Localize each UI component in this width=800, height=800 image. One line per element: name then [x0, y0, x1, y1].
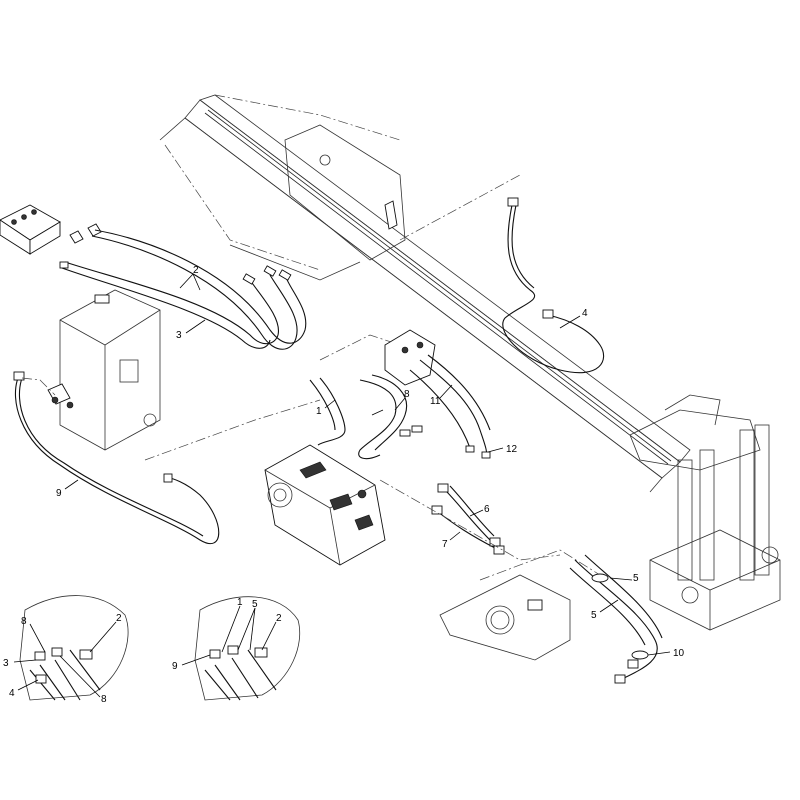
callout-3: 3 — [176, 330, 182, 341]
detail-left-callout-3: 3 — [3, 658, 9, 669]
pump-assembly — [264, 444, 386, 566]
callout-11: 11 — [430, 396, 441, 407]
detail-left-callout-8-top: 8 — [21, 616, 27, 627]
chassis-frame — [629, 394, 781, 631]
callout-12: 12 — [506, 444, 518, 455]
hose-group-2-3 — [59, 229, 307, 350]
base-plate — [379, 479, 601, 661]
hose-6-7 — [431, 483, 505, 555]
detail-view-left — [19, 595, 129, 701]
callout-7: 7 — [442, 539, 448, 550]
detail-right-callout-2: 2 — [276, 613, 282, 624]
detail-left-callout-2: 2 — [116, 613, 122, 624]
detail-right-callout-5: 5 — [252, 599, 258, 610]
boom-beam — [159, 94, 691, 493]
callout-6: 6 — [484, 504, 490, 515]
detail-view-right — [194, 596, 301, 701]
callout-2: 2 — [193, 265, 199, 276]
callout-5-lower: 5 — [591, 610, 597, 621]
callout-4: 4 — [582, 308, 588, 319]
callout-8-upper: 8 — [404, 389, 410, 400]
hydraulic-tank — [47, 289, 161, 451]
callout-labels: 2 3 4 1 8 11 12 9 6 7 5 5 10 8 2 3 4 8 1… — [3, 265, 685, 705]
hose-5-10 — [569, 554, 663, 684]
hose-4 — [399, 174, 605, 374]
callout-10: 10 — [673, 648, 685, 659]
detail-left-callout-4: 4 — [9, 688, 15, 699]
leader-lines — [13, 273, 671, 698]
callout-1: 1 — [316, 406, 322, 417]
detail-right-callout-1: 1 — [237, 597, 243, 608]
detail-left-callout-8-bottom: 8 — [101, 694, 107, 705]
hose-9 — [13, 371, 321, 545]
control-valve-block — [0, 204, 102, 255]
callout-5-upper: 5 — [633, 573, 639, 584]
motor-hose-11-12 — [384, 329, 491, 459]
callout-9: 9 — [56, 488, 62, 499]
detail-right-callout-9: 9 — [172, 661, 178, 672]
upper-mount-plate — [229, 124, 406, 281]
